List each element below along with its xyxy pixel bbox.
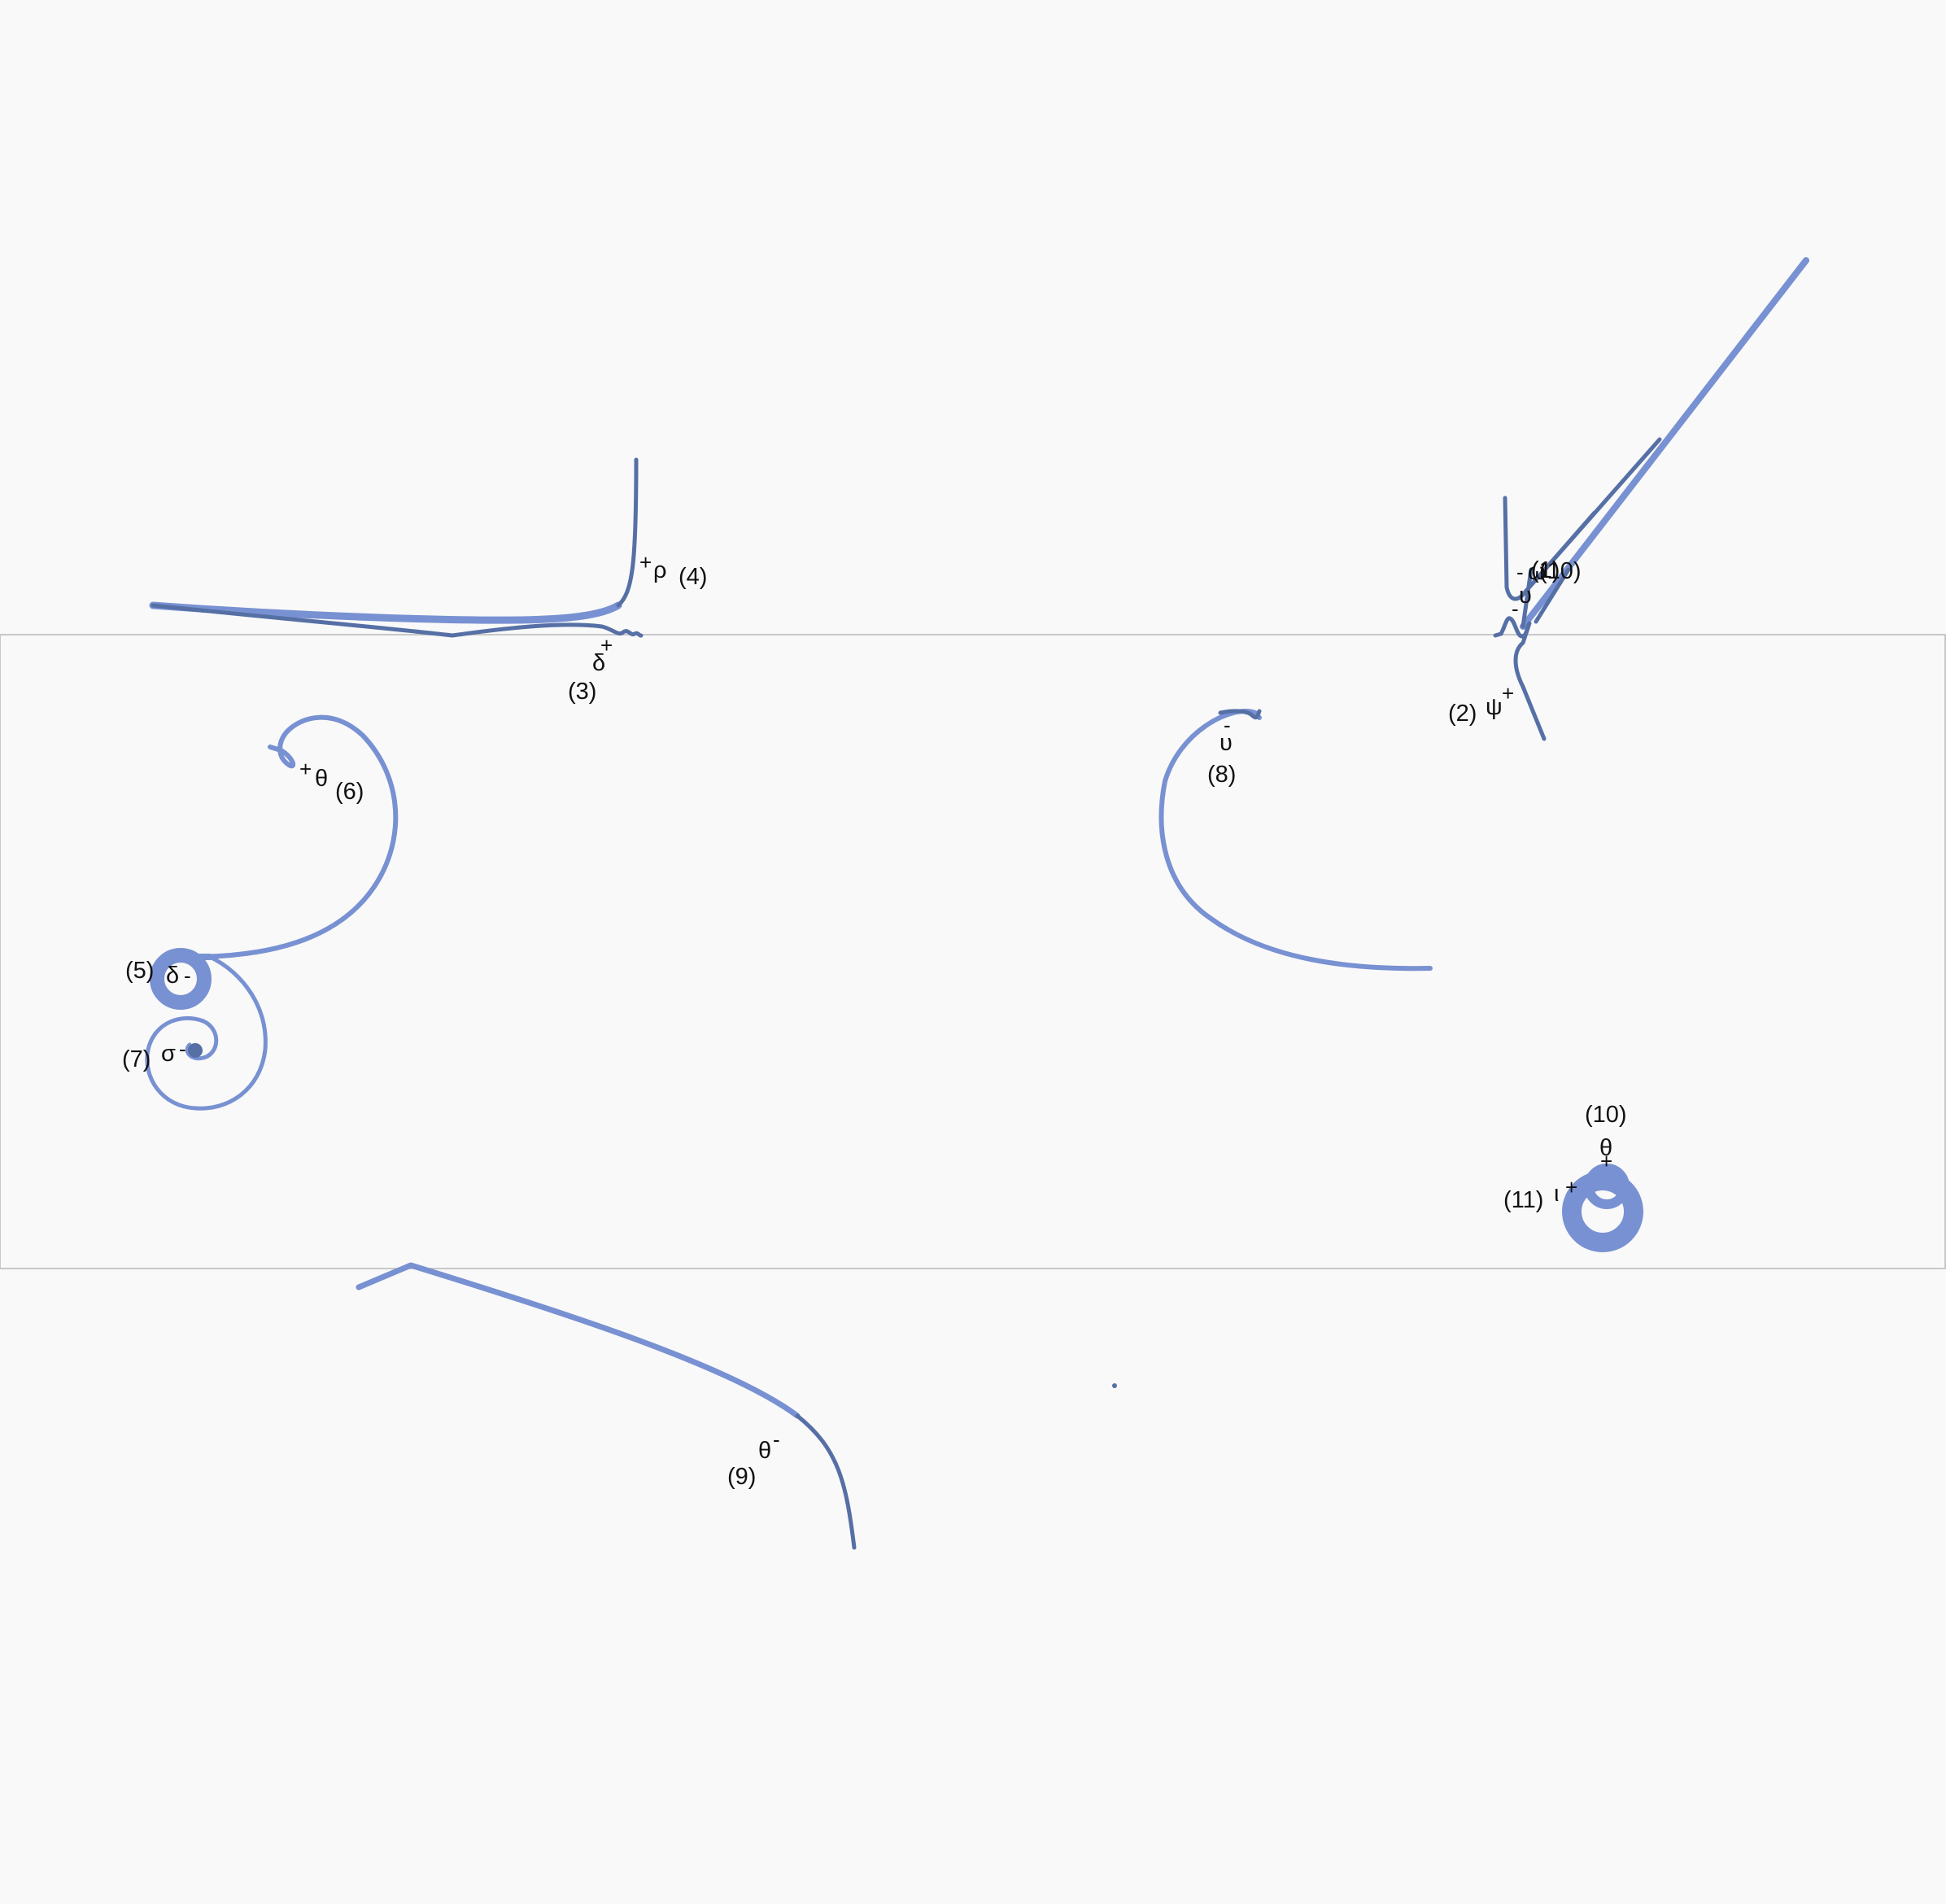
sign-9: - — [773, 1427, 780, 1452]
symbol-omega: ω — [1528, 559, 1547, 585]
symbol-theta-6: θ — [315, 766, 328, 792]
label-7: (7) — [122, 1046, 151, 1072]
symbol-iota: ι — [1554, 1181, 1559, 1207]
sign-5: - — [184, 963, 191, 988]
symbol-theta-9: θ — [758, 1438, 771, 1464]
label-4: (4) — [678, 564, 707, 590]
curve-upsilon-top — [1503, 496, 1529, 601]
symbol-upsilon-8: υ — [1220, 730, 1233, 756]
sign-10: + — [1600, 1149, 1612, 1173]
sign-8: - — [1224, 713, 1231, 737]
sign-upsilon-top: - — [1512, 596, 1519, 621]
symbol-delta-3: δ — [592, 650, 605, 676]
symbol-rho: ρ — [653, 557, 667, 583]
curve-6 — [188, 714, 399, 959]
symbol-sigma: σ — [161, 1041, 176, 1067]
curve-1-tail — [1521, 567, 1571, 629]
label-8: (8) — [1207, 762, 1236, 788]
curve-3 — [151, 603, 644, 638]
curve-2 — [1493, 616, 1547, 741]
sign-2: + — [1502, 681, 1514, 705]
symbol-psi: ψ — [1486, 694, 1503, 720]
curve-7-center — [188, 1043, 203, 1058]
symbol-delta-5: δ — [166, 963, 179, 989]
curve-10-ring — [1584, 1164, 1630, 1209]
label-9: (9) — [727, 1464, 756, 1490]
label-1: (1) — [1531, 557, 1560, 583]
label-3: (3) — [568, 679, 596, 705]
curve-7 — [145, 954, 268, 1111]
sign-6: + — [299, 757, 312, 781]
label-5: (5) — [125, 958, 154, 984]
curve-4-upper — [616, 457, 639, 608]
curve-9 — [356, 1262, 801, 1419]
sign-7: - — [179, 1037, 186, 1061]
stray-dot — [1112, 1383, 1117, 1388]
curve-8-tail — [1218, 709, 1262, 720]
sign-11: + — [1565, 1175, 1577, 1199]
label-10-overlap: (10) — [1539, 558, 1582, 584]
sign-1: - — [1516, 560, 1524, 584]
curve-9-lower — [795, 1413, 857, 1550]
label-6: (6) — [335, 779, 364, 805]
sign-4: + — [639, 550, 652, 574]
curve-1 — [1520, 257, 1809, 630]
curve-5-ring — [150, 948, 212, 1010]
symbol-upsilon-top: υ — [1519, 583, 1532, 609]
curve-8 — [1158, 709, 1433, 972]
curve-diagonal-secondary — [1524, 437, 1662, 593]
curve-11-ring — [1562, 1171, 1643, 1252]
center-box — [0, 634, 1946, 1269]
label-11: (11) — [1503, 1187, 1543, 1213]
label-2: (2) — [1448, 701, 1477, 727]
sign-3: + — [600, 633, 613, 657]
label-10: (10) — [1585, 1102, 1627, 1128]
symbol-theta-10: θ — [1599, 1135, 1612, 1161]
curve-4 — [149, 601, 622, 624]
